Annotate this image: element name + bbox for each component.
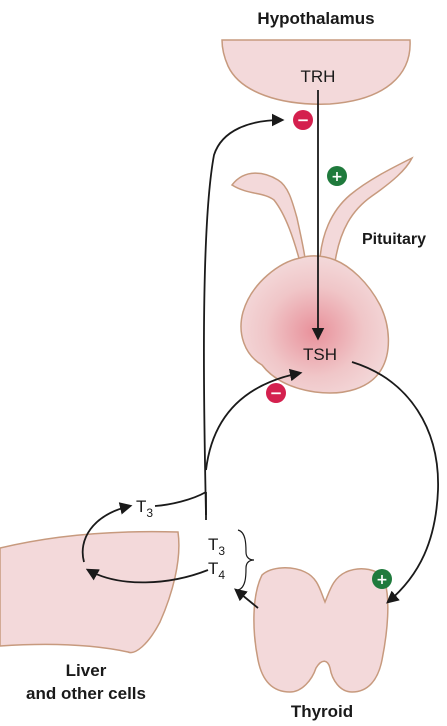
trh-label: TRH xyxy=(301,67,336,86)
t3-feedback-to-pituitary-arrow xyxy=(205,368,303,471)
pituitary-label: Pituitary xyxy=(362,231,426,248)
liver-shape xyxy=(0,530,180,654)
liver-label-line2: and other cells xyxy=(26,684,146,703)
thyroid-shape xyxy=(253,567,389,693)
liver-to-t3-arrow xyxy=(81,502,133,563)
t4-subscript: 4 xyxy=(218,568,225,582)
branch-to-t3-arrow xyxy=(154,491,207,507)
stimulate-badge-pituitary: + xyxy=(327,166,347,186)
inhibit-badge-hypothalamus: − xyxy=(293,110,313,130)
stimulate-sign: + xyxy=(376,572,388,588)
hormone-brace xyxy=(237,529,255,591)
t3-subscript: 3 xyxy=(218,544,225,558)
t3-feedback-to-hypothalamus-arrow xyxy=(203,113,285,516)
t4-to-liver-arrow xyxy=(85,568,209,584)
inhibit-badge-pituitary: − xyxy=(266,383,286,403)
liver-label-line1: Liver xyxy=(66,661,107,680)
t3-thyroid-label: T3 xyxy=(208,535,225,558)
pituitary-stalk xyxy=(230,156,414,263)
thyroid-to-hormones-arrow xyxy=(234,588,259,609)
t3-subscript: 3 xyxy=(146,506,153,520)
t4-thyroid-label: T4 xyxy=(208,559,225,582)
stimulate-sign: + xyxy=(331,169,343,185)
t3-liver-label: T3 xyxy=(136,497,153,520)
t-letter: T xyxy=(208,535,218,554)
hypothalamus-shape xyxy=(221,39,411,105)
thyroid-label: Thyroid xyxy=(291,702,353,721)
pituitary-shape xyxy=(240,255,390,394)
t-letter: T xyxy=(136,497,146,516)
tsh-label: TSH xyxy=(303,345,337,364)
inhibit-sign: − xyxy=(270,384,283,402)
tsh-to-thyroid-arrow xyxy=(351,361,439,604)
inhibit-sign: − xyxy=(297,111,310,129)
hypothalamus-label: Hypothalamus xyxy=(257,9,374,28)
stimulate-badge-thyroid: + xyxy=(372,569,392,589)
t-letter: T xyxy=(208,559,218,578)
